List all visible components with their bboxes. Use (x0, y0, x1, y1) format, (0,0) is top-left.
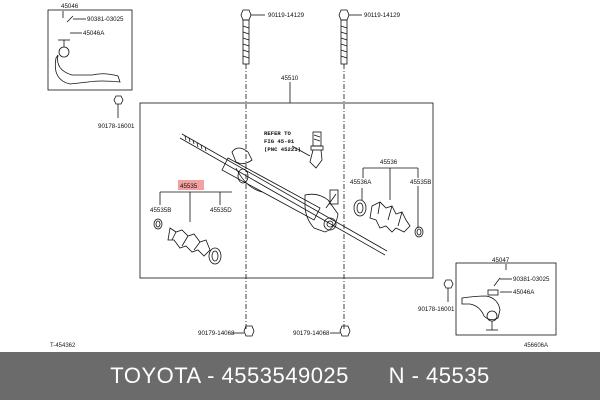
inset-box-right (455, 262, 557, 336)
label-90179-14068-a: 90179-14068 (198, 330, 235, 337)
ref-note-line-3: (PNC 45221) (264, 146, 301, 153)
label-45047: 45047 (492, 257, 510, 264)
boot-left-icon (167, 227, 211, 257)
main-gear-box (139, 102, 434, 279)
nut-right-icon (443, 279, 454, 302)
rack-rod-icon (179, 133, 388, 256)
gear-housing-icon (221, 147, 339, 233)
label-45535b-right: 45535B (410, 179, 431, 186)
nut-bottom-1-icon (243, 325, 255, 337)
label-45535: 45535 (180, 183, 198, 190)
bolt-top-1-icon (240, 9, 252, 65)
label-90178-16001-right: 90178-16001 (418, 306, 455, 313)
part-45535-highlight (178, 180, 204, 190)
label-45046a-right: 45046A (513, 289, 535, 296)
ref-note-line-2: FIG 45-01 (264, 138, 295, 145)
label-90381-03025-right: 90381-03025 (513, 276, 550, 283)
label-90179-14068-b: 90179-14068 (293, 330, 330, 337)
label-45510: 45510 (281, 75, 299, 82)
tie-rod-end-left-icon (54, 15, 121, 85)
parts-diagram: 45046 90381-03025 45046A 90178-16001 901… (47, 3, 557, 349)
label-45535d: 45535D (210, 207, 232, 214)
clamp-left-b-icon (153, 218, 163, 230)
label-45046a-left: 45046A (83, 30, 105, 37)
label-90381-03025-left: 90381-03025 (87, 16, 124, 23)
label-90119-14129-a: 90119-14129 (268, 12, 305, 19)
label-45535b-left: 45535B (150, 207, 171, 214)
nut-left-icon (113, 95, 124, 118)
label-90178-16001-left: 90178-16001 (98, 123, 135, 130)
clamp-right-b-icon (414, 226, 424, 238)
pinion-shaft-icon (309, 131, 324, 169)
label-45536a: 45536A (350, 179, 372, 186)
corner-code-right: 456606A (524, 343, 548, 349)
part-number-footer: TOYOTA - 4553549025 N - 45535 (0, 352, 600, 400)
clamp-right-a-icon (353, 199, 367, 217)
clamp-left-d-icon (208, 247, 222, 265)
ref-note-line-1: REFER TO (264, 130, 291, 137)
corner-code-left: T-454362 (50, 343, 76, 349)
label-90119-14129-b: 90119-14129 (364, 12, 401, 19)
bolt-top-2-icon (338, 9, 350, 65)
boot-right-icon (369, 201, 411, 233)
footer-part-number: TOYOTA - 4553549025 N - 45535 (110, 363, 490, 388)
tie-rod-end-right-icon (461, 277, 501, 331)
nut-bottom-2-icon (339, 325, 351, 337)
inset-box-left (47, 9, 133, 91)
label-45046: 45046 (61, 3, 79, 10)
label-45536: 45536 (380, 159, 398, 166)
